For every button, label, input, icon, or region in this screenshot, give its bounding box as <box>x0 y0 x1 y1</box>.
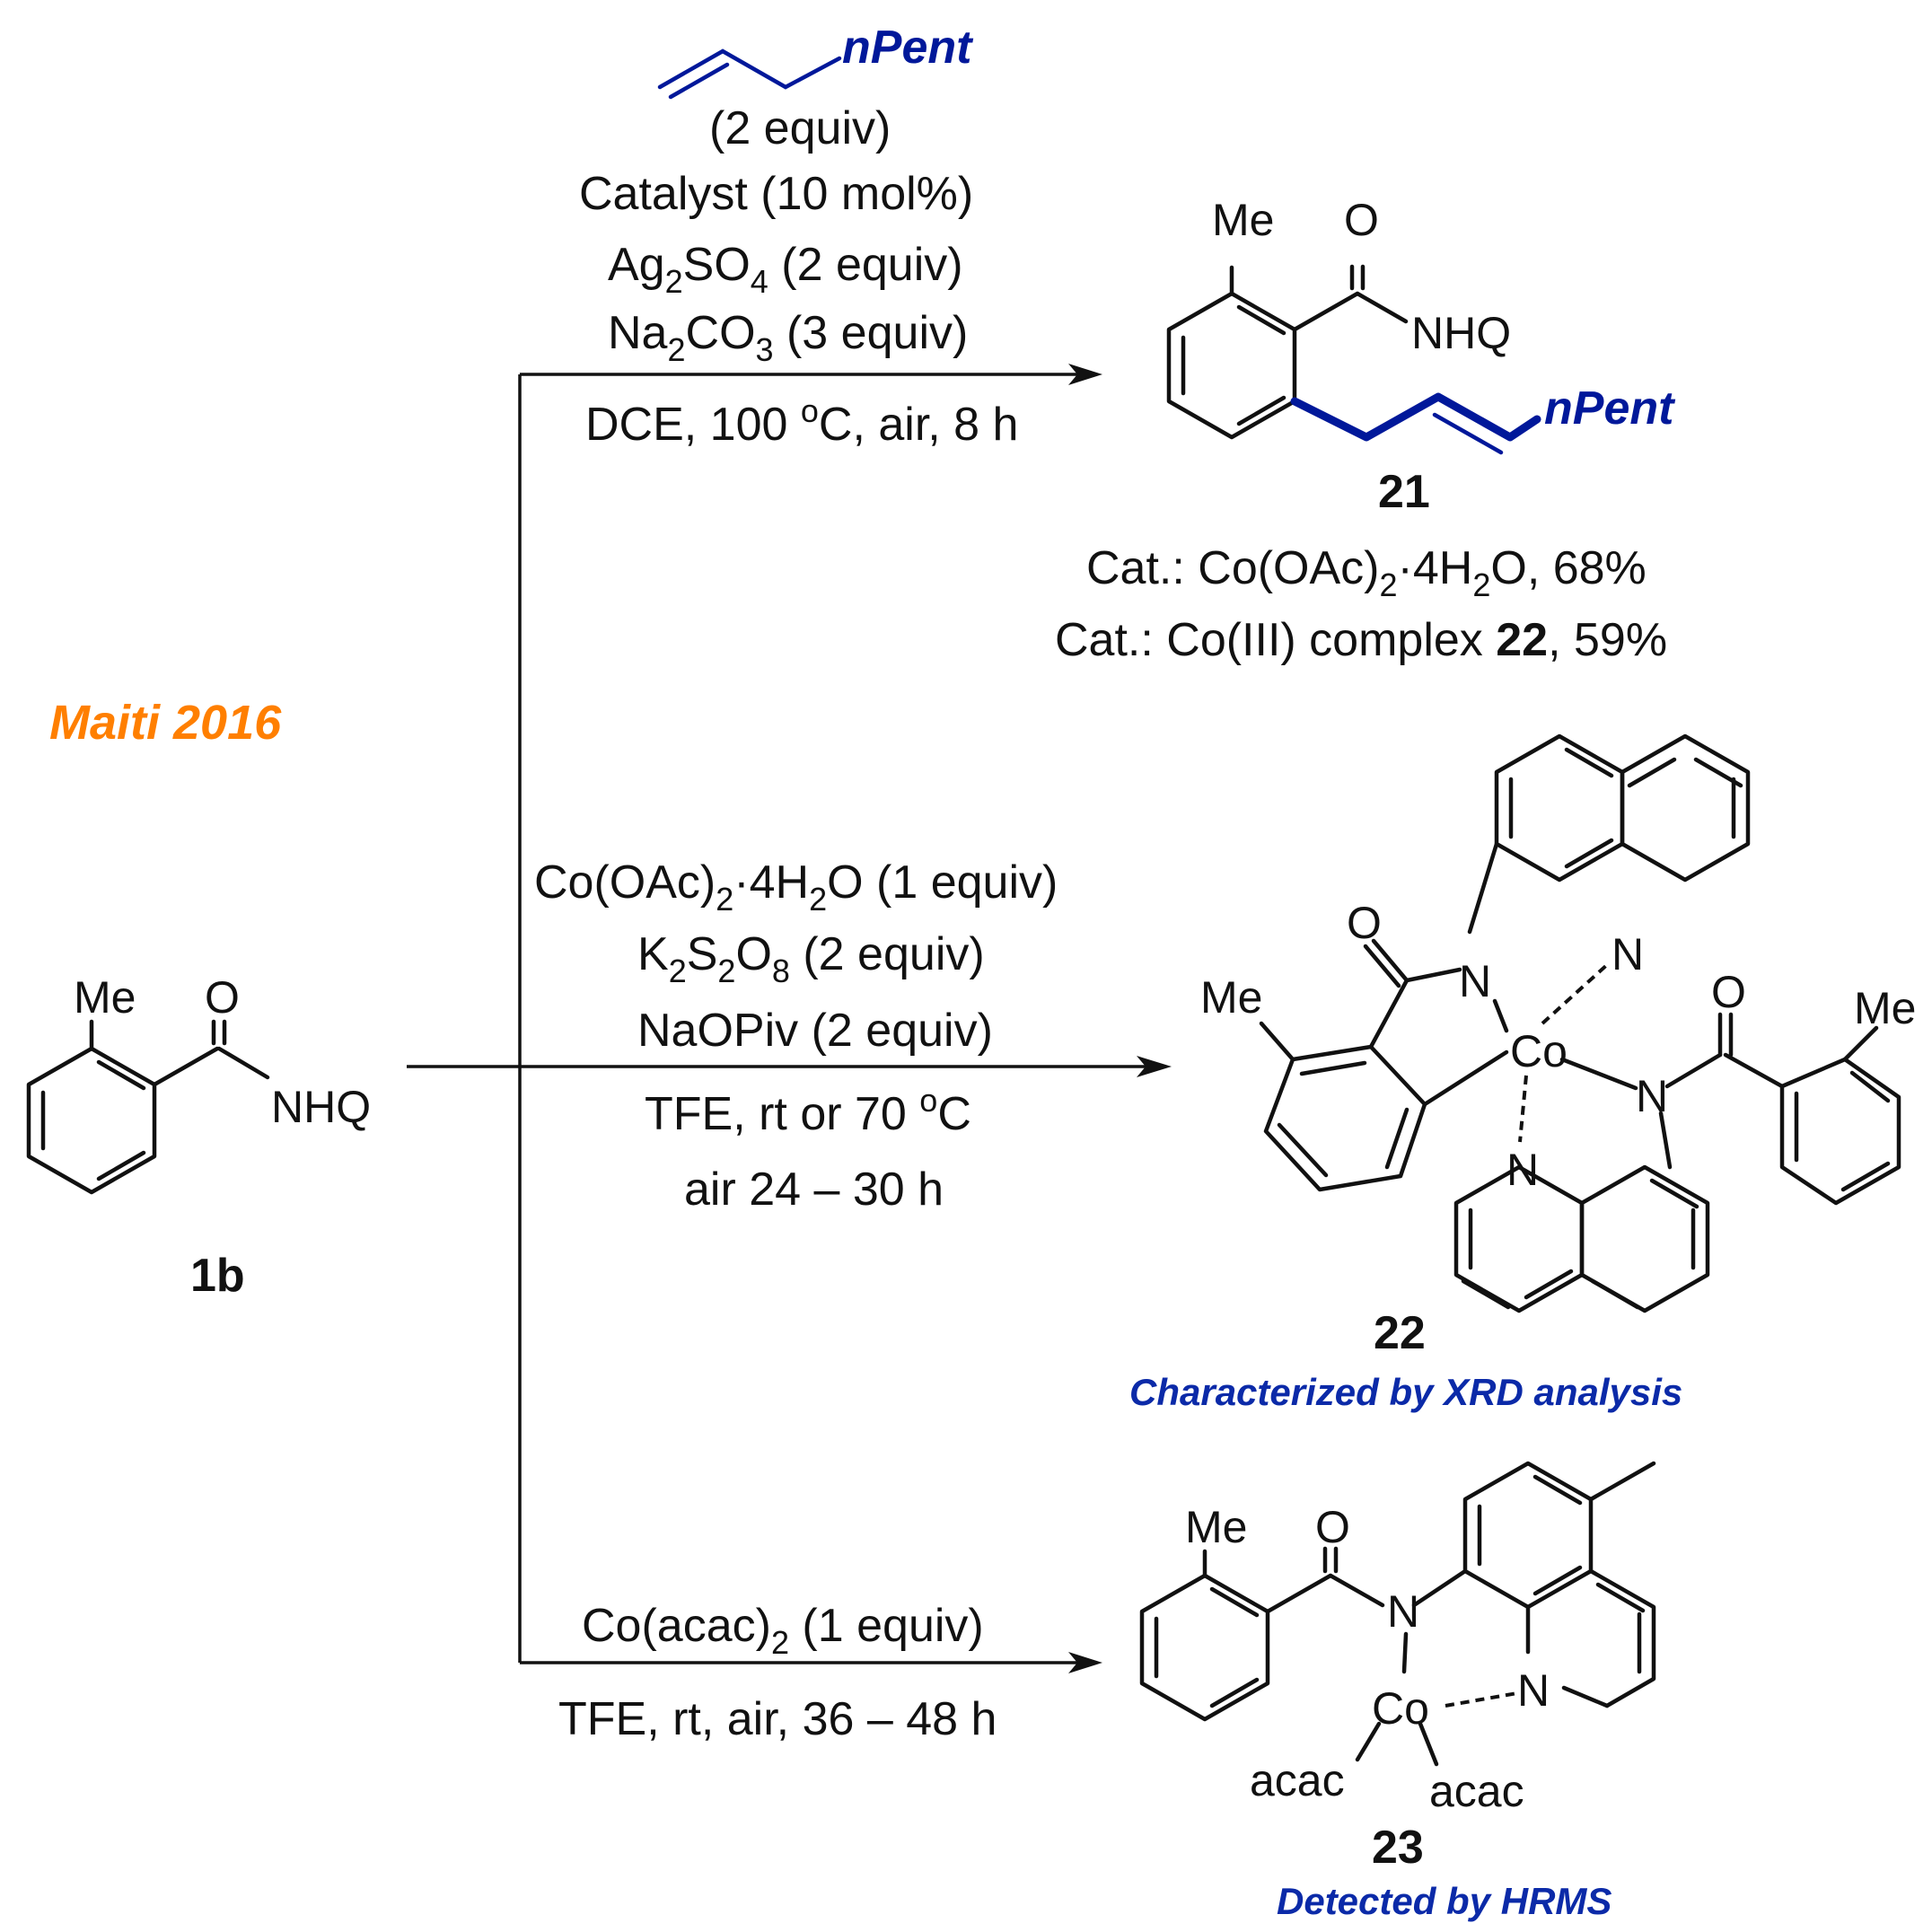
hrms-note: Detected by HRMS <box>1277 1880 1611 1922</box>
xrd-note: Characterized by XRD analysis <box>1129 1371 1682 1413</box>
methyl-left-label: Me <box>1200 972 1262 1023</box>
aryl-ring <box>1139 1573 1270 1722</box>
nhq-label: NHQ <box>1411 308 1511 358</box>
compound-label-23: 23 <box>1372 1822 1424 1874</box>
pyridine1-nitrogen: N <box>1611 929 1644 979</box>
complex-23-structure: Me O N N Co acac acac <box>1139 1461 1656 1816</box>
amide2-oxygen: O <box>1711 967 1746 1017</box>
pentyl-substituent: nPent <box>1544 382 1676 435</box>
pyridine2-nitrogen: N <box>1506 1145 1539 1195</box>
carbonyl-oxygen: O <box>1344 195 1379 245</box>
quinoline2-benzo-ring <box>1579 1164 1710 1313</box>
amide2-nitrogen: N <box>1636 1071 1668 1121</box>
bottom-solvent-text: TFE, rt, air, 36 – 48 h <box>558 1693 997 1745</box>
product-21-structure: Me O NHQ nPent <box>1166 195 1676 455</box>
alkene-reagent: nPent <box>657 22 974 100</box>
pivalate-text: NaOPiv (2 equiv) <box>637 1005 993 1057</box>
mid-solvent-text: TFE, rt or 70 oC <box>645 1082 971 1140</box>
amide-nitrogen: N <box>1387 1586 1419 1637</box>
catalyst-result-2: Cat.: Co(III) complex 22, 59% <box>1055 614 1667 666</box>
methyl-label: Me <box>74 972 136 1023</box>
benzene-ring <box>26 1046 157 1195</box>
methyl-right-label: Me <box>1854 983 1916 1033</box>
oxidant-text: Ag2SO4 (2 equiv) <box>608 239 963 300</box>
substrate-1b-structure: Me O NHQ <box>26 972 371 1195</box>
base-text: Na2CO3 (3 equiv) <box>608 307 968 368</box>
quinoline-benzo-ring <box>1462 1461 1594 1610</box>
author-year-tag: Maiti 2016 <box>49 696 282 750</box>
alkene-substituent: nPent <box>842 22 974 74</box>
compound-label-22: 22 <box>1374 1307 1426 1359</box>
nhq-label: NHQ <box>271 1082 371 1132</box>
complex-22-structure: O N N Me Co N O Me N <box>1200 733 1916 1313</box>
methyl-label: Me <box>1212 195 1274 245</box>
persulfate-text: K2S2O8 (2 equiv) <box>637 928 985 989</box>
carbonyl-oxygen: O <box>1315 1502 1350 1552</box>
cobalt-center: Co <box>1372 1683 1429 1734</box>
catalyst-loading: Catalyst (10 mol%) <box>579 168 973 220</box>
solvent-temp-text: DCE, 100 oC, air, 8 h <box>585 392 1018 451</box>
compound-label-1b: 1b <box>190 1250 245 1302</box>
cobalt-acac-text: Co(acac)2 (1 equiv) <box>582 1600 984 1661</box>
benzene-ring <box>1166 291 1297 440</box>
compound-label-21: 21 <box>1378 466 1430 518</box>
catalyst-result-1: Cat.: Co(OAc)2·4H2O, 68% <box>1086 542 1647 603</box>
amide1-nitrogen: N <box>1459 956 1491 1006</box>
alkene-equiv: (2 equiv) <box>709 102 891 154</box>
left-aryl-ring <box>1263 1044 1427 1192</box>
methyl-label: Me <box>1185 1502 1247 1552</box>
reaction-arrows <box>407 364 1172 1673</box>
acac-ligand-1: acac <box>1250 1755 1345 1805</box>
amide1-oxygen: O <box>1347 898 1382 948</box>
carbonyl-oxygen: O <box>205 972 240 1023</box>
cobalt-center: Co <box>1510 1026 1568 1076</box>
right-aryl-ring <box>1779 1057 1901 1206</box>
pyridine-nitrogen: N <box>1517 1665 1550 1716</box>
quinoline-benzo-ring <box>1494 733 1625 883</box>
quinoline-pyridine-ring <box>1620 733 1751 883</box>
mid-time-text: air 24 – 30 h <box>684 1164 944 1216</box>
cobalt-acetate-text: Co(OAc)2·4H2O (1 equiv) <box>534 856 1058 918</box>
acac-ligand-2: acac <box>1429 1766 1524 1816</box>
